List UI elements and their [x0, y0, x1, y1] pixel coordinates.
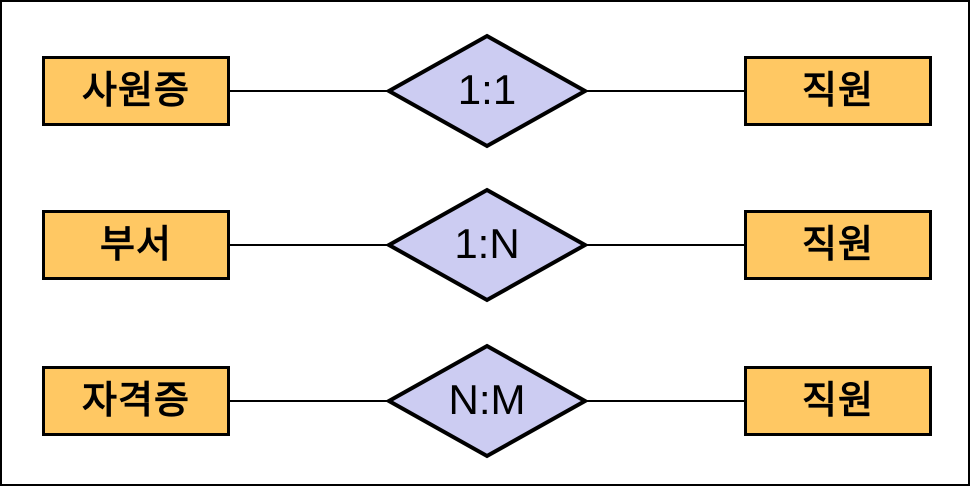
connector-line [230, 400, 387, 402]
entity-box-department: 부서 [42, 210, 230, 280]
connector-line [230, 90, 387, 92]
relationship-row-one-to-one: 사원증 1:1 직원 [2, 33, 968, 149]
entity-label: 부서 [100, 224, 172, 266]
entity-label: 자격증 [82, 380, 190, 422]
entity-box-employee: 직원 [744, 56, 932, 126]
relationship-row-many-to-many: 자격증 N:M 직원 [2, 343, 968, 459]
entity-label: 사원증 [82, 70, 190, 112]
entity-label: 직원 [802, 224, 874, 266]
entity-box-employee-id-card: 사원증 [42, 56, 230, 126]
relationship-diamond-one-to-many: 1:N [386, 187, 588, 303]
entity-label: 직원 [802, 70, 874, 112]
connector-line [230, 244, 387, 246]
relationship-row-one-to-many: 부서 1:N 직원 [2, 187, 968, 303]
relationship-diamond-one-to-one: 1:1 [386, 33, 588, 149]
relationship-label: 1:N [454, 220, 520, 267]
entity-box-employee: 직원 [744, 366, 932, 436]
diamond-shape [386, 33, 588, 149]
relationship-diamond-many-to-many: N:M [386, 343, 588, 459]
connector-line [587, 400, 744, 402]
relationship-label: 1:1 [457, 66, 517, 113]
diamond-shape [386, 187, 588, 303]
entity-box-certificate: 자격증 [42, 366, 230, 436]
connector-line [587, 90, 744, 92]
connector-line [587, 244, 744, 246]
relationship-label: N:M [448, 376, 526, 423]
diamond-shape [386, 343, 588, 459]
entity-label: 직원 [802, 380, 874, 422]
entity-box-employee: 직원 [744, 210, 932, 280]
